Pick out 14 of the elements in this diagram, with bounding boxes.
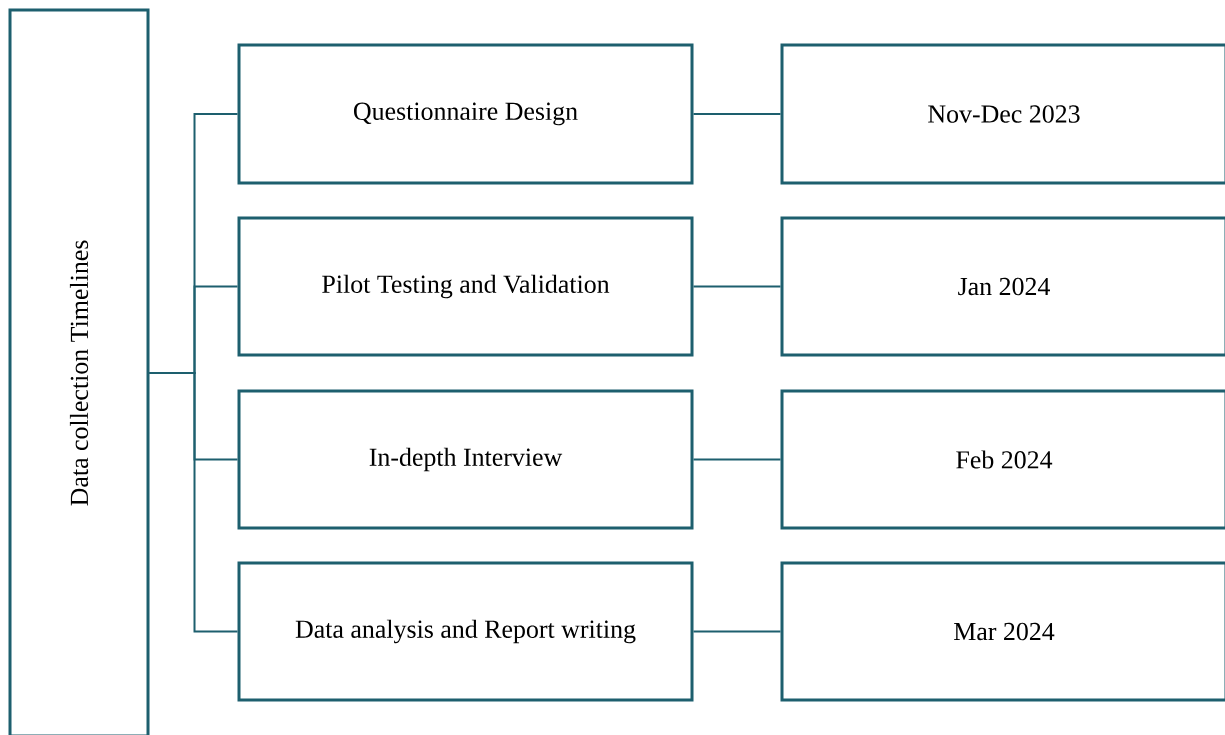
activity-box: Questionnaire Design — [237, 43, 694, 185]
date-box: Feb 2024 — [780, 389, 1225, 530]
connector-line — [148, 372, 239, 633]
date-box: Nov-Dec 2023 — [780, 43, 1225, 185]
activity-box: Data analysis and Report writing — [237, 561, 694, 702]
title-box: Data collection Timelines — [8, 8, 150, 735]
connector-line — [692, 113, 782, 115]
connector-line — [692, 458, 782, 461]
activity-box: In-depth Interview — [237, 389, 694, 530]
activity-box: Pilot Testing and Validation — [237, 216, 694, 357]
connector-line — [692, 285, 782, 288]
connector-line — [692, 630, 782, 633]
date-box: Mar 2024 — [780, 561, 1225, 702]
date-box: Jan 2024 — [780, 216, 1225, 357]
